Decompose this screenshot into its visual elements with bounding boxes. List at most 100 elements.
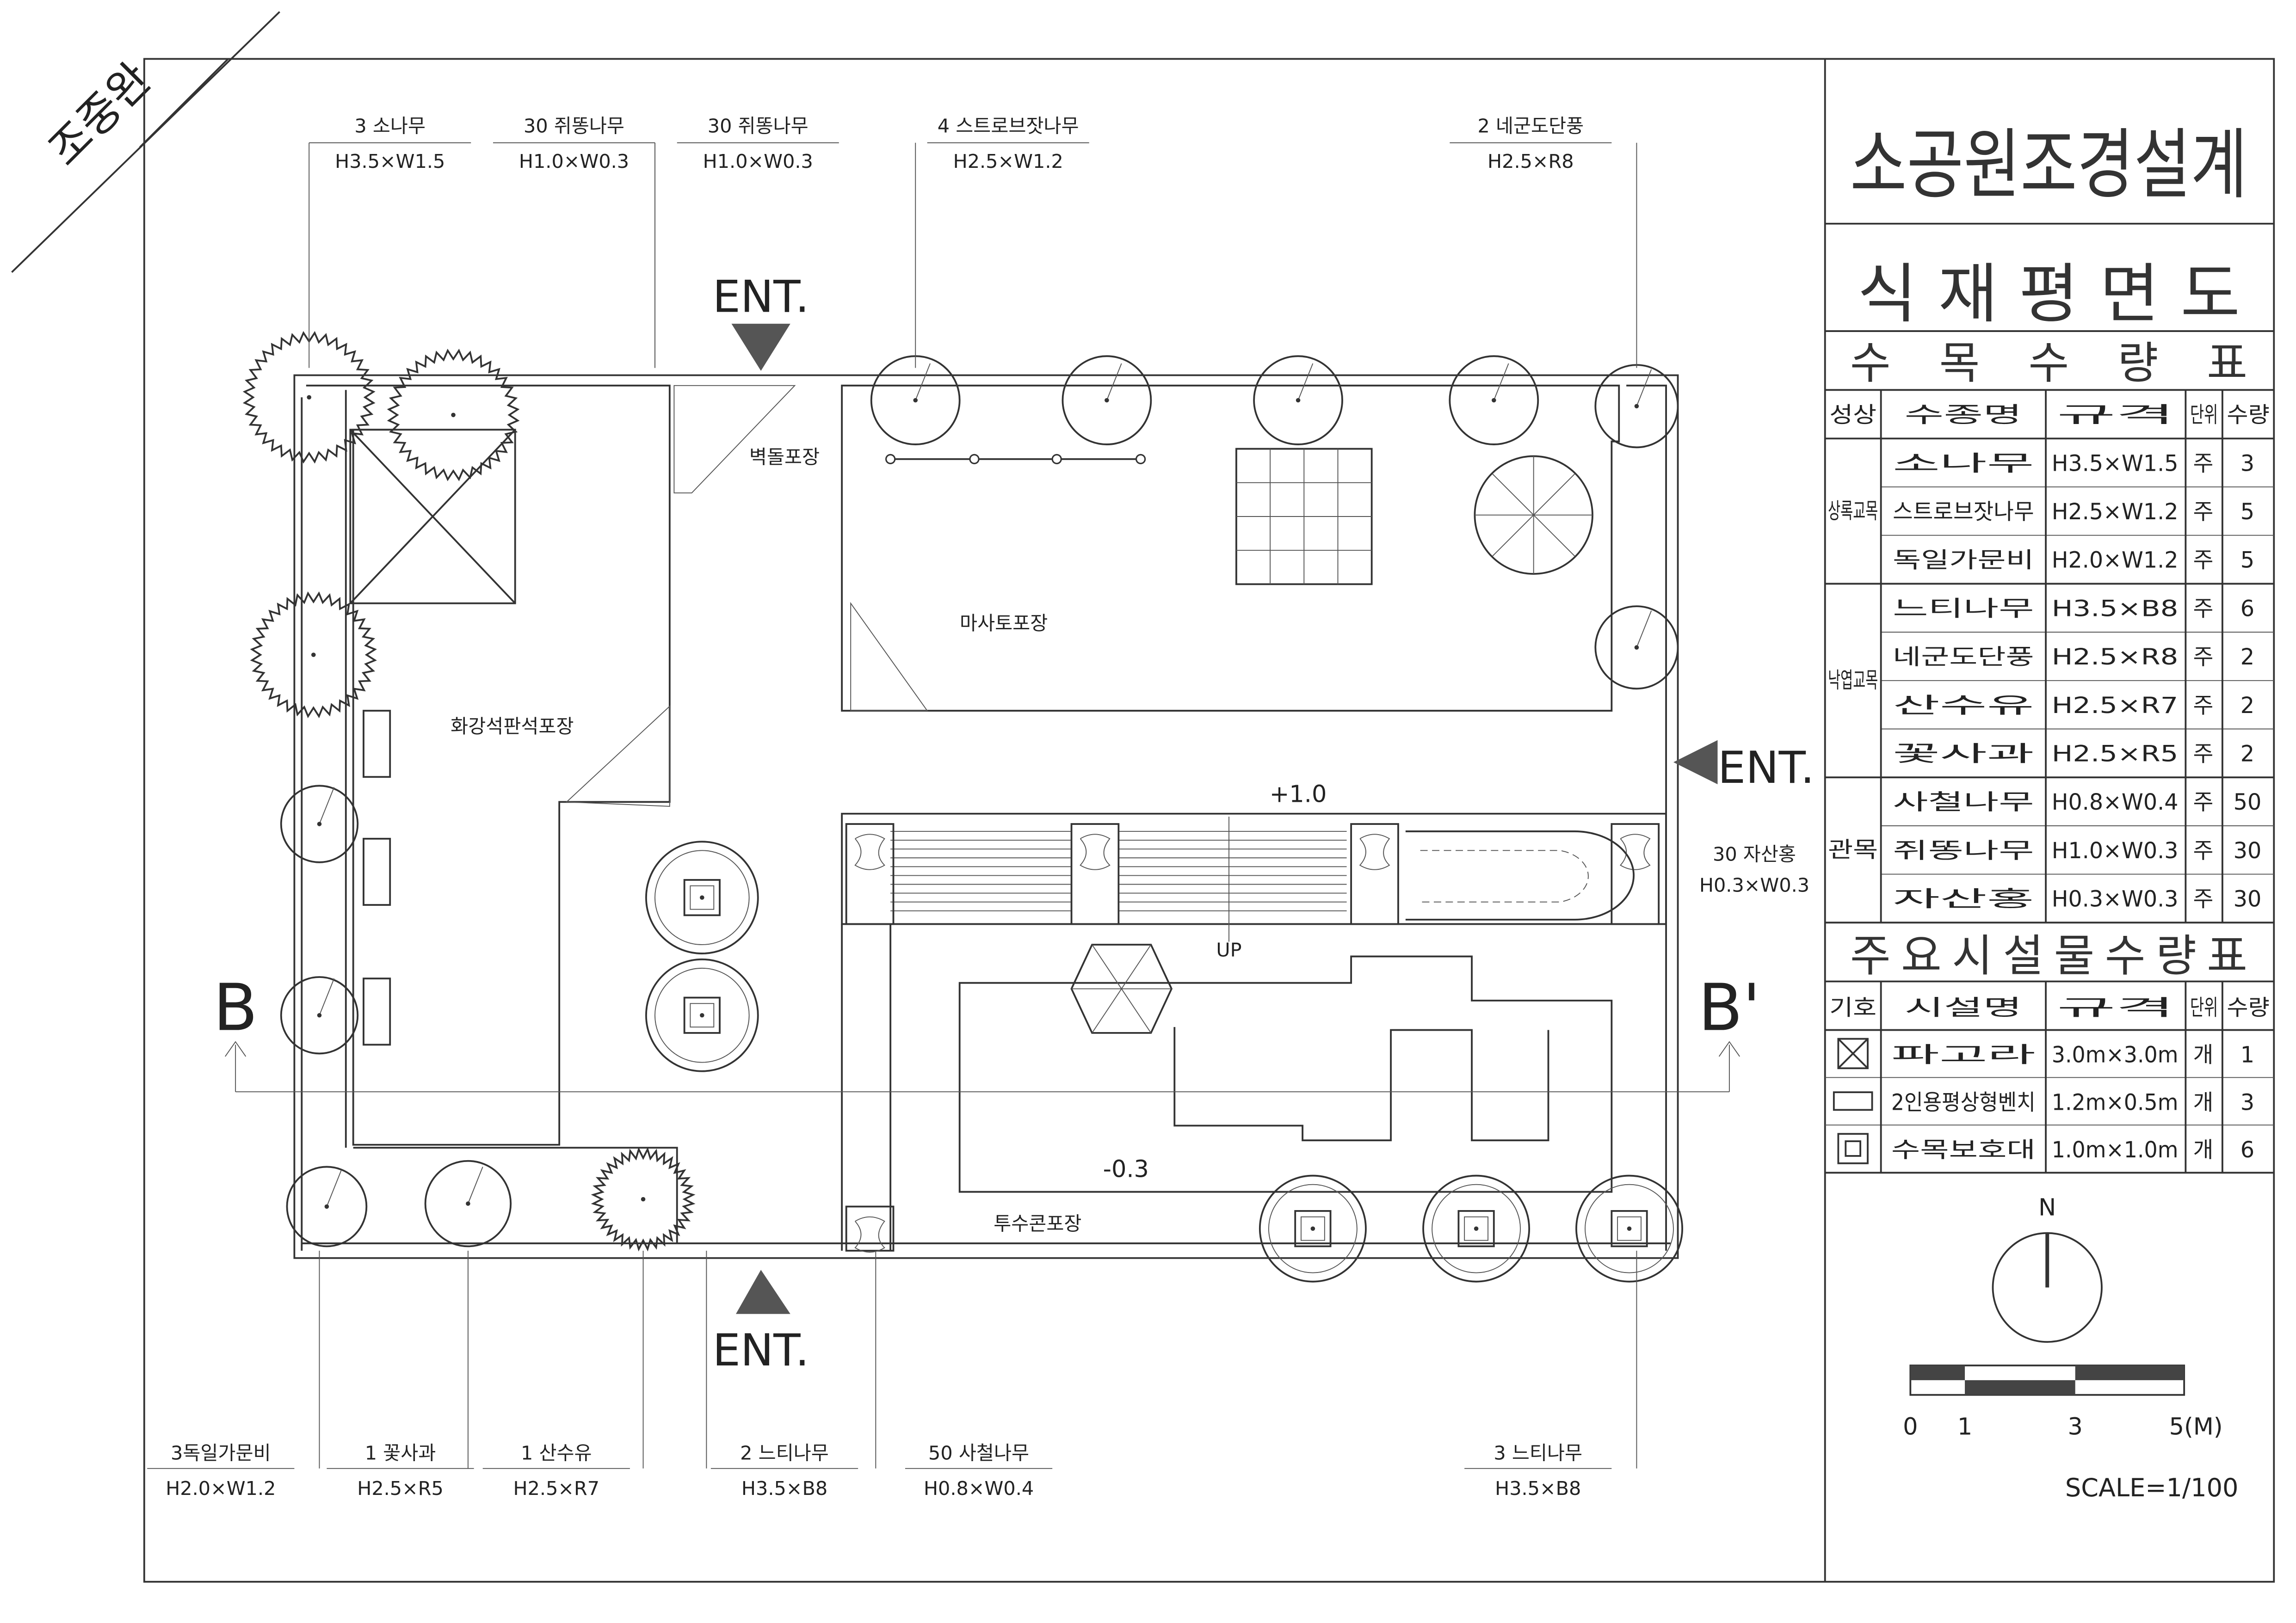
unit: 주 bbox=[2193, 741, 2214, 767]
tree-with-guard bbox=[645, 841, 759, 954]
header-unit: 단위 bbox=[2190, 402, 2218, 428]
upper-level-label: +1.0 bbox=[1270, 781, 1327, 808]
tree-with-guard bbox=[1575, 1174, 1683, 1283]
facility-spec: 3.0m×3.0m bbox=[2052, 1043, 2179, 1068]
lower-level-label: -0.3 bbox=[1103, 1156, 1149, 1183]
callout-spec: H1.0×W0.3 bbox=[519, 150, 629, 172]
deciduous-tree-symbol bbox=[286, 1166, 368, 1248]
entrance-arrow-icon bbox=[736, 1270, 790, 1314]
callout-spec: H0.8×W0.4 bbox=[924, 1477, 1034, 1500]
header-qty: 수량 bbox=[2227, 996, 2269, 1021]
callout-spec: H3.5×B8 bbox=[1495, 1477, 1581, 1500]
unit: 개 bbox=[2193, 1137, 2214, 1163]
plant-callout-bottom: 3독일가문비 H2.0×W1.2 bbox=[147, 1250, 320, 1500]
tree-with-guard bbox=[1259, 1174, 1367, 1283]
facility-name: 파고라 bbox=[1891, 1043, 2036, 1068]
quantity: 6 bbox=[2240, 596, 2254, 621]
entrance-label-top: ENT. bbox=[713, 271, 809, 323]
bench-symbol bbox=[363, 710, 391, 778]
species-name: 네군도단풍 bbox=[1893, 645, 2034, 670]
callout-spec: H2.0×W1.2 bbox=[166, 1477, 276, 1500]
species-spec: H0.8×W0.4 bbox=[2052, 790, 2179, 815]
bench-symbol bbox=[363, 977, 391, 1046]
trees bbox=[242, 331, 1683, 1283]
callout-spec: H2.5×W1.2 bbox=[953, 150, 1063, 172]
header-species: 수종명 bbox=[1905, 402, 2023, 428]
hedge-row bbox=[885, 454, 1146, 465]
unit: 주 bbox=[2193, 596, 2214, 621]
facility-table-title: 주요시설물수량표 bbox=[1850, 930, 2247, 982]
entrance-label-right: ENT. bbox=[1718, 742, 1815, 793]
unit: 주 bbox=[2193, 693, 2214, 719]
deciduous-tree-symbol bbox=[1062, 355, 1152, 445]
deciduous-tree-symbol bbox=[1449, 355, 1539, 445]
deciduous-tree-symbol bbox=[870, 355, 961, 445]
header-form: 성상 bbox=[1829, 402, 1876, 428]
bench-symbol bbox=[363, 837, 391, 906]
callout-name: 3독일가문비 bbox=[171, 1442, 271, 1464]
species-spec: H3.5×B8 bbox=[2052, 596, 2179, 621]
shrub-planting bbox=[1350, 823, 1399, 925]
species-name: 느티나무 bbox=[1893, 596, 2034, 621]
growth-form: 낙엽교목 bbox=[1828, 668, 1878, 694]
shrub-planting bbox=[845, 1205, 895, 1253]
drawing-title: 식재평면도 bbox=[1858, 257, 2240, 332]
quantity: 50 bbox=[2234, 790, 2262, 815]
callout-spec: H3.5×W1.5 bbox=[335, 150, 445, 172]
quantity: 2 bbox=[2240, 741, 2254, 767]
callout-spec: H2.5×R8 bbox=[1487, 150, 1574, 172]
stair-up-label: UP bbox=[1216, 939, 1241, 961]
project-title: 소공원조경설계 bbox=[1850, 121, 2247, 210]
plant-callout-bottom: 3 느티나무 H3.5×B8 bbox=[1464, 1250, 1637, 1500]
species-spec: H2.5×W1.2 bbox=[2052, 499, 2179, 525]
callout-name: 1 꽃사과 bbox=[365, 1442, 436, 1464]
stairs bbox=[845, 823, 1660, 1253]
side-label-spec: H0.3×W0.3 bbox=[1699, 874, 1809, 896]
quantity: 30 bbox=[2234, 838, 2262, 864]
unit: 주 bbox=[2193, 887, 2214, 912]
author-name: 조중완 bbox=[38, 53, 161, 175]
permeable-paving-label: 투수콘포장 bbox=[994, 1212, 1081, 1235]
tree-table-title: 수목수량표 bbox=[1850, 337, 2247, 389]
callout-spec: H1.0×W0.3 bbox=[703, 150, 813, 172]
growth-form: 상록교목 bbox=[1828, 498, 1878, 524]
shrub-planting bbox=[845, 823, 895, 925]
evergreen-tree-symbol bbox=[387, 349, 520, 481]
quantity: 5 bbox=[2240, 548, 2254, 573]
unit: 주 bbox=[2193, 548, 2214, 573]
unit: 개 bbox=[2193, 1090, 2214, 1115]
callout-name: 3 느티나무 bbox=[1494, 1442, 1582, 1464]
header-symbol: 기호 bbox=[1829, 996, 1876, 1021]
author-corner: 조중완 bbox=[11, 11, 280, 273]
species-name: 소나무 bbox=[1893, 451, 2034, 476]
species-name: 산수유 bbox=[1893, 693, 2034, 719]
quantity: 2 bbox=[2240, 645, 2254, 670]
callout-name: 3 소나무 bbox=[354, 115, 426, 137]
species-spec: H2.5×R5 bbox=[2052, 741, 2179, 767]
deciduous-tree-symbol bbox=[1594, 605, 1679, 690]
plant-callout-top: 3 소나무 H3.5×W1.5 bbox=[309, 115, 471, 368]
north-arrow-icon bbox=[1992, 1232, 2103, 1343]
unit: 주 bbox=[2193, 645, 2214, 670]
species-name: 쥐똥나무 bbox=[1893, 838, 2034, 864]
shrub-planting bbox=[1611, 823, 1660, 925]
callout-name: 1 산수유 bbox=[521, 1442, 592, 1464]
quantity: 1 bbox=[2240, 1043, 2254, 1068]
callout-name: 30 쥐똥나무 bbox=[708, 115, 809, 137]
scale-tick-0: 0 bbox=[1903, 1414, 1918, 1441]
scale-tick-5: 5(M) bbox=[2169, 1414, 2223, 1441]
